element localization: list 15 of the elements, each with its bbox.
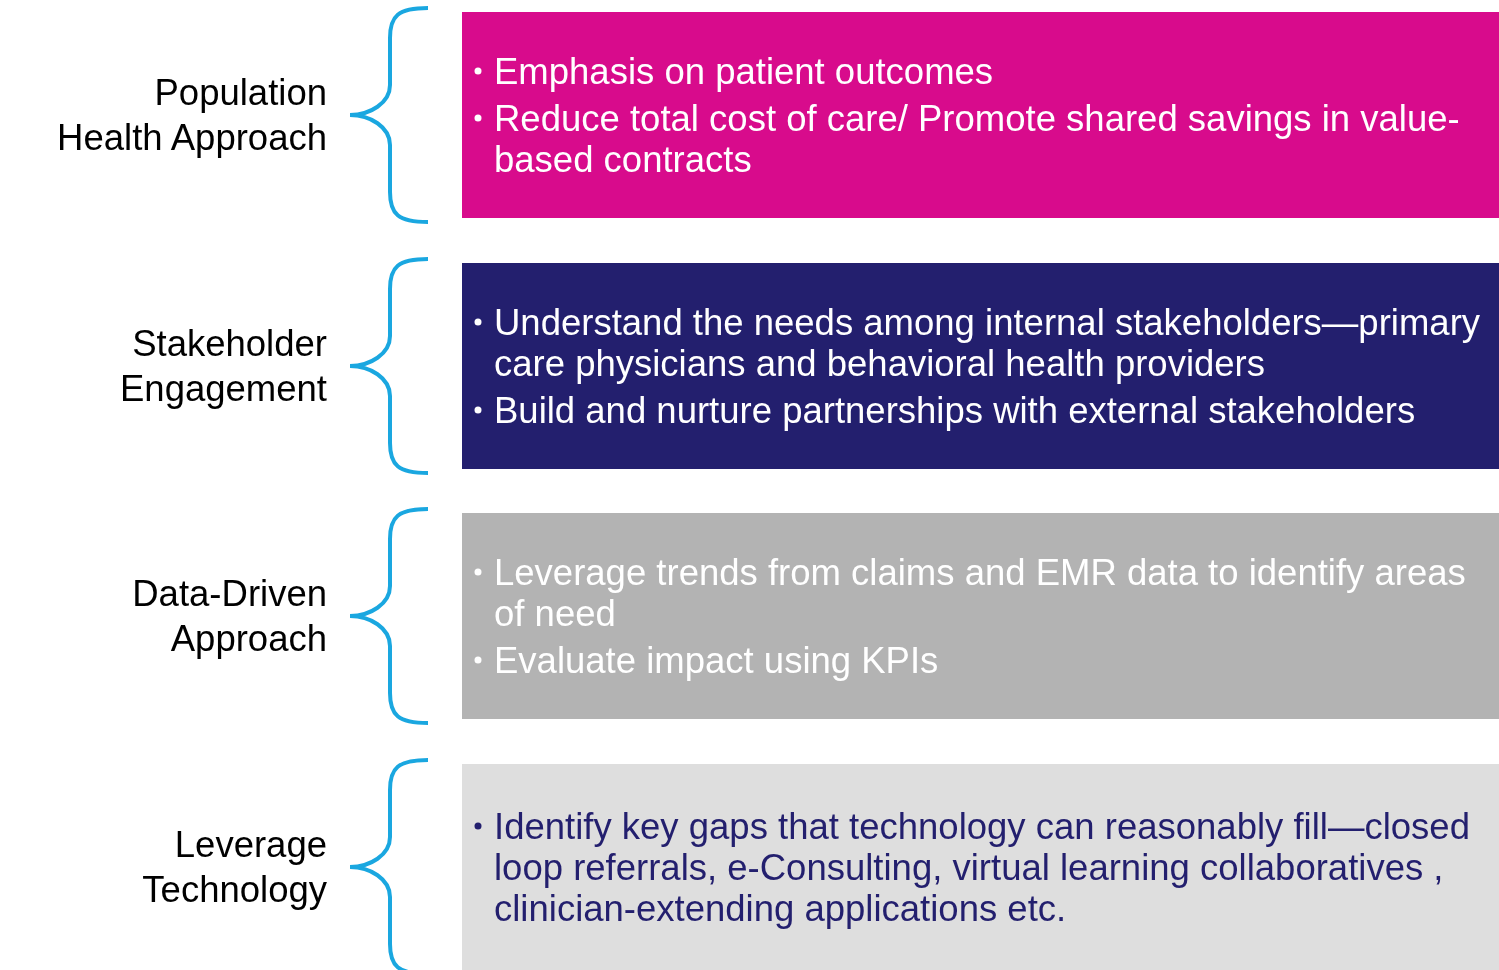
bullet-panel — [462, 263, 1499, 469]
category-heading: Population Health Approach — [57, 71, 327, 160]
bullet-panel — [462, 12, 1499, 218]
bullet-panel — [462, 513, 1499, 719]
bullet-text: Identify key gaps that technology can reasonably fill—closed loop referrals, e-Consulting, virtual learning collaboratives , clinician-extending applications etc. — [494, 805, 1471, 929]
category-heading: Stakeholder Engagement — [120, 322, 327, 411]
bullet-text: Leverage trends from claims and EMR data to identify areas of need — [494, 551, 1467, 634]
bullet-text: Emphasis on patient outcomes — [494, 50, 994, 92]
bullet-text: Reduce total cost of care/ Promote shared savings in value-based contracts — [494, 97, 1461, 180]
bullet-text: Evaluate impact using KPIs — [494, 639, 939, 681]
bullet-panel — [462, 764, 1499, 970]
bullet-text: Understand the needs among internal stakeholders—primary care physicians and behavioral health providers — [494, 301, 1482, 384]
bullet-text: Build and nurture partnerships with external stakeholders — [494, 389, 1416, 431]
category-heading: Leverage Technology — [142, 823, 327, 912]
category-heading: Data-Driven Approach — [132, 572, 327, 661]
